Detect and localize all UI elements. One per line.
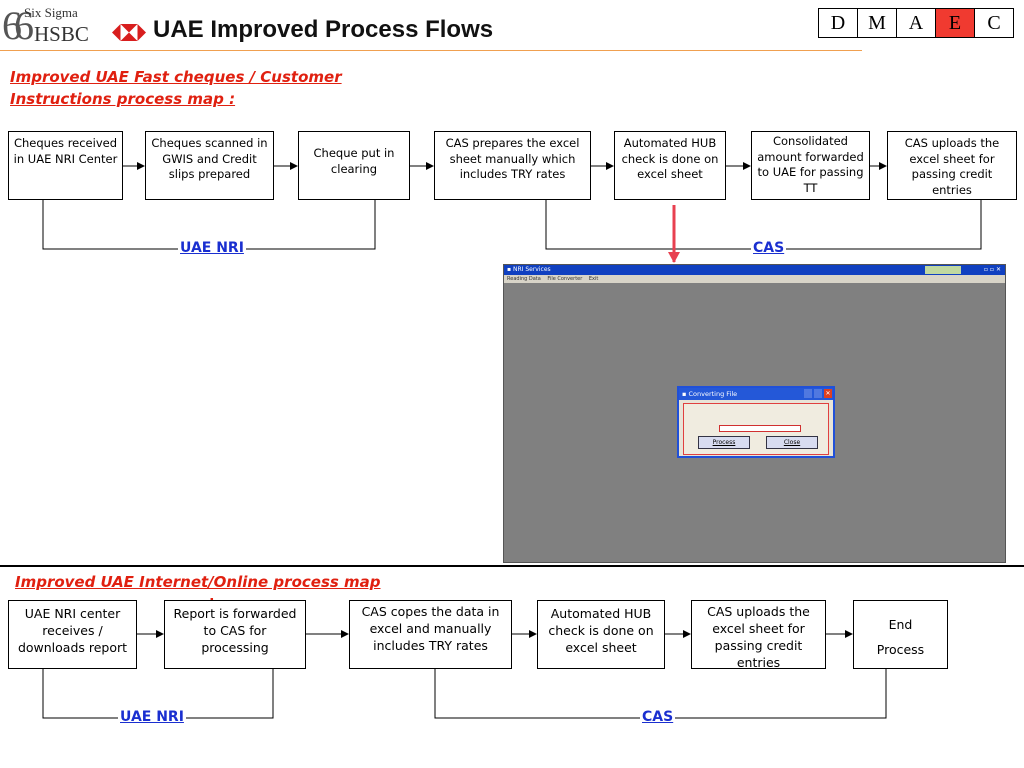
section1-title-line1: Improved UAE Fast cheques / Customer [10,68,342,86]
page-title: UAE Improved Process Flows [153,16,494,43]
dialog-title-bar: ▪ Converting File ✕ [679,388,833,400]
dmaic-d: D [830,12,846,34]
s1-group-uae-nri: UAE NRI [178,240,246,256]
s1-step-4: CAS prepares the excel sheet manually wh… [434,131,591,200]
s1-step-6: Consolidated amount forwarded to UAE for… [751,131,870,200]
s2-step-3: CAS copes the data in excel and manually… [349,600,512,669]
app-title-bar: ▪ NRI Services ▫▫✕ [504,265,1005,275]
dialog-close-icon[interactable]: ✕ [824,389,832,398]
toolbar-icons [925,266,961,274]
dmaic-tracker: D M A E C [818,8,1014,38]
dmaic-c: C [974,9,1013,37]
title-rule [0,50,862,51]
dialog-minimize-icon[interactable] [804,389,812,398]
file-path-input[interactable] [719,425,801,432]
s2-step-end: End Process [853,600,948,669]
s2-step-5: CAS uploads the excel sheet for passing … [691,600,826,670]
process-button[interactable]: Process [698,436,750,449]
s2-group-uae-nri: UAE NRI [118,709,186,725]
converting-file-dialog: ▪ Converting File ✕ Process Close [677,386,835,458]
section1-title-line2: Instructions process map : [10,90,236,108]
menu-item-reading-data[interactable]: Reading Data [507,276,541,282]
s1-step-7: CAS uploads the excel sheet for passing … [887,131,1017,200]
section-divider [0,565,1024,567]
menu-item-exit[interactable]: Exit [588,276,599,282]
dialog-icon: ▪ [682,390,687,398]
app-menu-bar: Reading Data File Converter Exit [504,275,1005,283]
hsbc-hexagon-icon [112,24,146,41]
dmaic-a: A [896,9,935,37]
s1-group-cas: CAS [751,240,787,256]
s2-step-2: Report is forwarded to CAS for processin… [164,600,306,669]
close-button[interactable]: Close [766,436,818,449]
s2-step-4: Automated HUB check is done on excel she… [537,600,665,669]
dialog-title: Converting File [688,390,738,398]
dmaic-m: M [857,9,896,37]
app-window-icon: ▪ [507,266,512,273]
app-window-title: NRI Services [513,266,551,273]
s1-step-5: Automated HUB check is done on excel she… [614,131,726,200]
window-controls-icon: ▫▫✕ [983,266,1003,273]
dialog-maximize-icon[interactable] [814,389,822,398]
process-label: Process [876,641,925,657]
dialog-body: Process Close [683,403,829,455]
s1-step-3: Cheque put in clearing [298,131,410,200]
dmaic-e-active: E [935,9,974,37]
s2-group-cas: CAS [640,709,676,725]
section2-title: Improved UAE Internet/Online process map [15,573,381,591]
logo-six-sigma-text: Six Sigma [24,5,78,20]
s2-step-1: UAE NRI center receives / downloads repo… [8,600,137,669]
s1-step-1: Cheques received in UAE NRI Center [8,131,123,200]
end-label: End [888,616,913,632]
s1-step-2: Cheques scanned in GWIS and Credit slips… [145,131,274,200]
logo-hsbc-text: HSBC [34,22,89,46]
embedded-app-screenshot: ▪ NRI Services ▫▫✕ Reading Data File Con… [503,264,1006,563]
section1-title: Improved UAE Fast cheques / Customer Ins… [10,66,342,110]
menu-item-file-converter[interactable]: File Converter [547,276,583,282]
